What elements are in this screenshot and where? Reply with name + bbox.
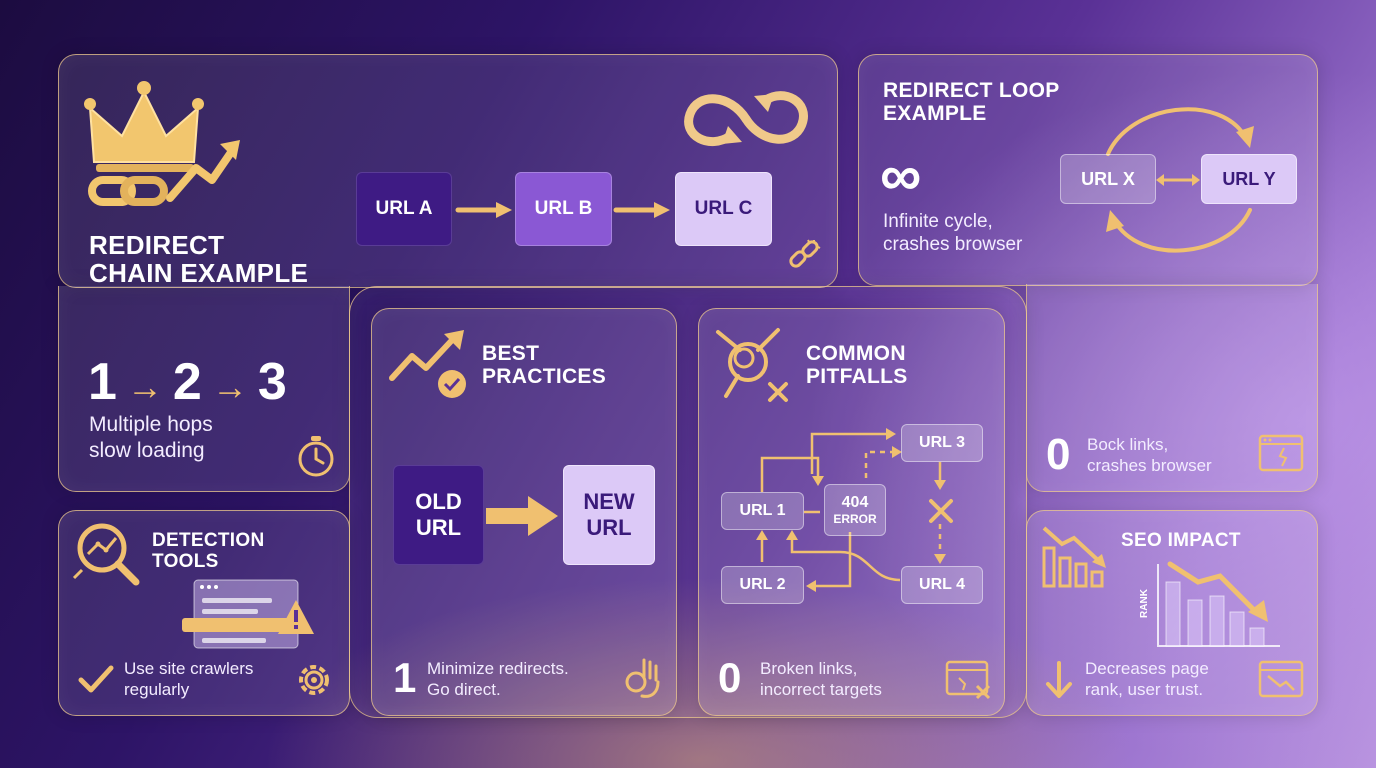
url-x-box: URL X	[1060, 154, 1156, 204]
broken-link-icon	[789, 239, 821, 268]
broken-page-icon	[1258, 434, 1304, 472]
loop-bottom-number: 0	[1046, 430, 1071, 479]
new-url-box: NEW URL	[563, 465, 655, 565]
chain-description: Multiple hops slow loading	[89, 413, 213, 462]
ok-hand-icon	[625, 658, 660, 698]
rank-decline-chart	[1157, 561, 1280, 647]
broken-browser-icon	[945, 660, 991, 700]
arrow-a-to-b	[455, 202, 512, 218]
pitfalls-number: 0	[718, 654, 742, 701]
best-practices-title: BEST PRACTICES	[482, 342, 607, 388]
gear-icon	[299, 665, 329, 695]
url-a-box: URL A	[356, 172, 452, 246]
declining-browser-icon	[1258, 660, 1304, 698]
magnifier-chart-icon	[72, 523, 140, 586]
old-url-box: OLD URL	[393, 465, 484, 565]
seo-description: Decreases page rank, user trust.	[1085, 659, 1209, 699]
url-c-box: URL C	[675, 172, 772, 246]
loop-title: REDIRECT LOOP EXAMPLE	[883, 79, 1060, 125]
loop-bottom-description: Bock links, crashes browser	[1087, 435, 1212, 475]
loop-description: Infinite cycle, crashes browser	[883, 211, 1023, 256]
crown-chain-icon	[84, 81, 240, 206]
best-number: 1	[393, 654, 417, 701]
infinity-symbol: ∞	[880, 143, 922, 208]
sequence-arrow-1: →	[126, 366, 163, 407]
url-y-box: URL Y	[1201, 154, 1297, 204]
sequence-arrow-2: →	[211, 366, 248, 407]
seo-title: SEO IMPACT	[1121, 530, 1241, 551]
error-404-box: 404 ERROR	[824, 484, 886, 536]
stopwatch-icon	[298, 436, 334, 477]
declining-bars-icon	[1042, 526, 1106, 588]
old-to-new-arrow	[486, 496, 558, 536]
pitfalls-description: Broken links, incorrect targets	[760, 659, 882, 699]
error-x-icon	[929, 499, 953, 523]
url-4-box: URL 4	[901, 566, 983, 604]
pitfalls-flow-lines	[756, 428, 946, 592]
tangled-knot-icon	[716, 328, 788, 402]
trend-up-check-icon	[389, 330, 466, 398]
detection-title: DETECTION TOOLS	[152, 530, 265, 572]
redirect-loop-panel-lower	[1026, 284, 1318, 492]
crawler-report-icon	[182, 579, 314, 649]
url-1-box: URL 1	[721, 492, 804, 530]
url-2-box: URL 2	[721, 566, 804, 604]
arrow-b-to-c	[613, 202, 670, 218]
common-pitfalls-panel	[698, 308, 1005, 716]
checkmark-icon	[78, 665, 114, 693]
infinity-loop-icon	[684, 91, 808, 146]
best-description: Minimize redirects. Go direct.	[427, 659, 569, 699]
url-3-box: URL 3	[901, 424, 983, 462]
down-arrow-icon	[1046, 661, 1072, 698]
rank-axis-label: RANK	[1138, 589, 1150, 618]
pitfalls-title: COMMON PITFALLS	[806, 342, 908, 388]
chain-sequence: 1→2→3	[88, 353, 287, 411]
url-b-box: URL B	[515, 172, 612, 246]
detection-description: Use site crawlers regularly	[124, 659, 254, 699]
chain-title: REDIRECT CHAIN EXAMPLE	[89, 230, 309, 289]
loop-cycle-arrows	[1106, 107, 1254, 253]
